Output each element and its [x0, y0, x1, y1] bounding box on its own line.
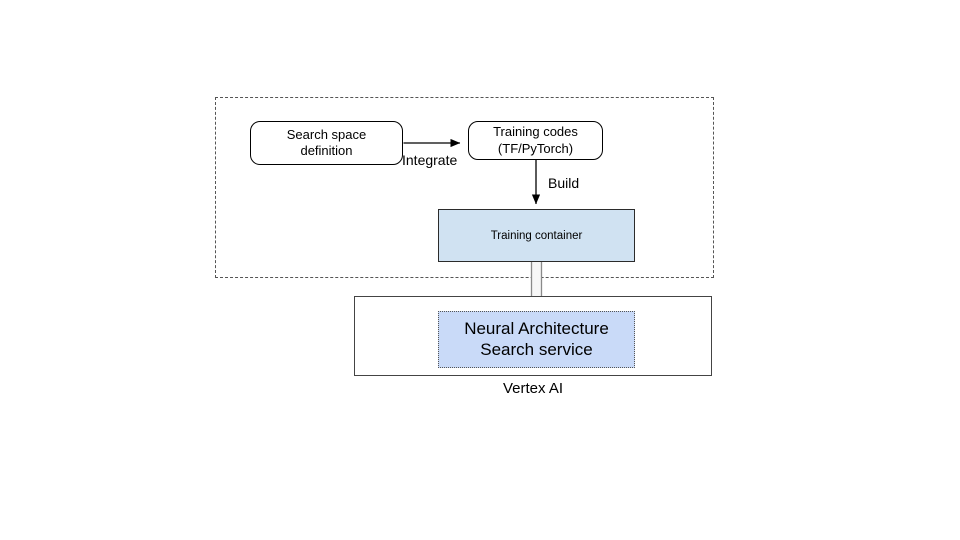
node-training-codes-label: Training codes (TF/PyTorch): [493, 124, 578, 156]
node-search-space-definition[interactable]: Search space definition: [250, 121, 403, 165]
node-training-codes[interactable]: Training codes (TF/PyTorch): [468, 121, 603, 160]
node-neural-architecture-search-service[interactable]: Neural Architecture Search service: [438, 311, 635, 368]
vertex-ai-caption: Vertex AI: [502, 380, 564, 397]
dashed-group-boundary: [215, 97, 714, 278]
edge-label-integrate: Integrate: [402, 152, 458, 168]
node-training-container-label: Training container: [490, 229, 583, 242]
node-neural-architecture-search-service-label: Neural Architecture Search service: [464, 319, 609, 359]
node-training-container[interactable]: Training container: [438, 209, 635, 262]
node-search-space-definition-label: Search space definition: [286, 126, 367, 158]
edge-label-build: Build: [548, 175, 580, 191]
